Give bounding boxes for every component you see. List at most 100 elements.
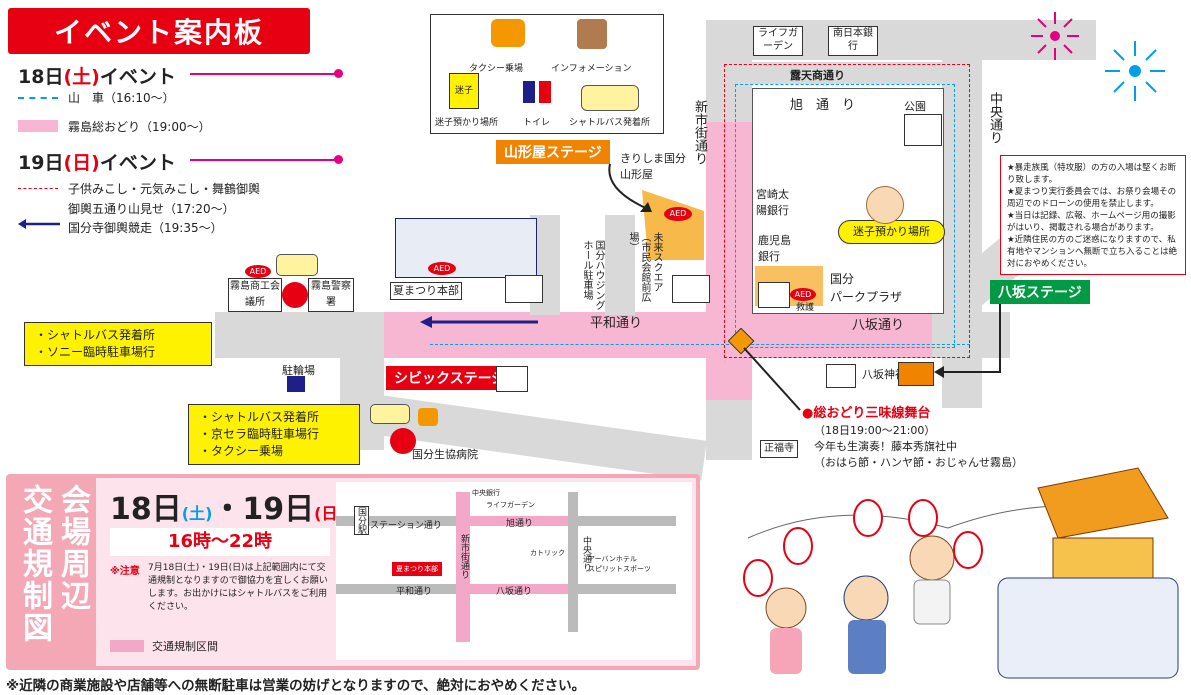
stage-yasaka: 八坂ステージ xyxy=(990,280,1090,304)
odori-zone-horizontal xyxy=(384,312,932,358)
mini-label-urban: アーバンホテル xyxy=(588,555,637,563)
shuttle-bus-icon-1 xyxy=(276,254,318,276)
mikoshi-icon xyxy=(997,467,1179,679)
legend-kyoso: 国分寺御輿競走（19:35〜） xyxy=(68,221,223,235)
traffic-title-a: 会場周辺 xyxy=(55,484,90,612)
facility-legend: タクシー乗場 インフォメーション 迷子 迷子預かり場所 トイレ シャトルバス発着… xyxy=(430,14,664,134)
day19-heading: 19日(日)イベント xyxy=(18,148,176,175)
legend-mikoshi: 子供みこし・元気みこし・舞鶴御輿 xyxy=(68,182,261,196)
traffic-note: 7月18日(土)・19日(日)は上記範囲内にて交通規制となりますので御協力を宜し… xyxy=(148,563,328,612)
route-dashi xyxy=(735,84,955,348)
place-yasaka-shrine: 八坂神社 xyxy=(862,368,906,381)
mini-label-asahi: 旭通り xyxy=(506,519,534,529)
toilet-female-icon xyxy=(539,81,551,103)
park-toilet-icon xyxy=(904,114,942,146)
stage-yamagataya: 山形屋ステージ xyxy=(496,140,610,164)
fireworks-decoration xyxy=(1031,12,1165,101)
road-chuo xyxy=(942,58,982,408)
place-park: 公園 xyxy=(904,100,926,113)
mini-label-yasaka: 八坂通り xyxy=(496,587,533,597)
route-dashi-lower xyxy=(430,344,970,345)
callout1-line2: ・ソニー臨時駐車場行 xyxy=(35,345,156,359)
lantern-icons xyxy=(743,499,983,597)
day18-divider xyxy=(190,73,338,75)
place-honbu: 夏まつり本部 xyxy=(390,282,462,300)
road-label-shinichigai: 新市街通り xyxy=(692,100,707,165)
taxi-icon-map xyxy=(418,408,438,426)
place-bike-parking: 駐輪場 xyxy=(282,364,315,377)
traffic-dates: 18日(土)・19日(日) xyxy=(110,484,345,528)
mini-map: ステーション通り 旭通り 平和通り 八坂通り 新市街通り 中央通り 国分駅 ライ… xyxy=(336,482,692,660)
mini-label-life: ライフガーデン xyxy=(486,501,535,509)
legend-toilet-label: トイレ xyxy=(523,118,551,128)
road-label-yasaka: 八坂通り xyxy=(852,318,905,333)
taxi-icon xyxy=(491,19,525,47)
road-roten xyxy=(706,62,956,84)
aed-shoko: AED xyxy=(245,265,271,278)
rule-2: ★夏まつり実行委員会では、お祭り会場その周辺でのドローンの使用を禁止します。 xyxy=(1007,187,1177,209)
mini-label-kokubu-st: 国分駅 xyxy=(354,506,369,535)
mini-reg-heiwa xyxy=(460,584,570,594)
callout-shuttle-sony: ・シャトルバス発着所 ・ソニー臨時駐車場行 xyxy=(24,322,212,366)
honbu-toilet-icon xyxy=(505,275,543,303)
child-face-icon xyxy=(866,186,904,224)
place-park-plaza-a: 国分 xyxy=(830,272,855,286)
mirai-toilet-icon xyxy=(672,275,710,303)
yasaka-stage-arrow xyxy=(934,304,1001,378)
civic-toilet-icon xyxy=(496,366,528,392)
mini-label-honbu: 夏まつり本部 xyxy=(392,562,442,576)
traffic-dow-a: (土) xyxy=(181,504,213,523)
place-housing-hall: 国分ハウジングホール駐車場 xyxy=(581,240,604,310)
traffic-date-a: 18日 xyxy=(110,492,182,527)
shuttle-stop-marker-1 xyxy=(282,282,308,308)
mini-road-chuo xyxy=(568,492,578,632)
place-shofukuji: 正福寺 xyxy=(760,440,798,458)
sousou-line1: 今年も生演奏！藤本秀旗社中 xyxy=(814,440,957,453)
navy-arrow-swatch xyxy=(18,219,60,229)
sousou-title: ●総おどり三味線舞台 xyxy=(802,406,931,421)
place-life-garden: ライフガーデン xyxy=(753,26,803,56)
day19-suffix: イベント xyxy=(99,152,176,174)
aed-honbu: AED xyxy=(428,262,456,275)
dashed-blue-swatch xyxy=(18,97,58,99)
lost-child-icon: 迷子 xyxy=(449,73,479,109)
information-icon xyxy=(577,19,607,49)
stage-civic: シビックステージ xyxy=(386,366,514,390)
day18-heading: 18日(土)イベント xyxy=(18,62,176,89)
aed-park-plaza: AED xyxy=(790,288,816,301)
childcare-sign: 迷子預かり場所 xyxy=(838,220,945,244)
day18-divider-dot xyxy=(334,69,343,78)
legend-dashi: 山 車（16:10〜） xyxy=(68,91,175,105)
yasaka-stage-marker xyxy=(898,362,934,386)
place-yamagataya: きりしま国分山形屋 xyxy=(620,152,686,181)
mini-reg-shinichi xyxy=(456,492,470,642)
bicycle-icon xyxy=(287,376,305,392)
place-kagoshima-bank: 鹿児島銀行 xyxy=(758,234,791,263)
mini-label-shinichi: 新市街通り xyxy=(459,534,469,579)
place-shoko-kaigisho: 霧島商工会議所 xyxy=(228,278,282,312)
callout1-line1: ・シャトルバス発着所 xyxy=(35,328,156,342)
legend-shuttle-label: シャトルバス発着所 xyxy=(569,118,651,128)
place-police: 霧島警察署 xyxy=(308,278,354,312)
route-mikoshi xyxy=(724,64,970,358)
honbu-building xyxy=(395,218,537,278)
sousou-line2: （おはら節・ハンヤ節・おじゃんせ霧島） xyxy=(814,456,1023,469)
rule-1: ★暴走族風（特攻服）の方の入場は堅くお断り致します。 xyxy=(1007,163,1177,185)
rules-box: ★暴走族風（特攻服）の方の入場は堅くお断り致します。 ★夏まつり実行委員会では、… xyxy=(1000,155,1186,275)
day19-dow: (日) xyxy=(63,152,100,174)
mini-label-catholic: カトリック xyxy=(530,549,565,557)
yamagataya-stage-arrow xyxy=(608,163,652,212)
road-housing xyxy=(605,215,635,315)
plaza-toilet-icon xyxy=(758,282,790,308)
callout2-line3: ・タクシー乗場 xyxy=(199,444,284,458)
day19-date: 19日 xyxy=(18,152,64,174)
legend-yamamise: 御輿五通り山見せ（17:20〜） xyxy=(68,202,235,216)
mini-reg-asahi xyxy=(460,516,570,526)
sousou-arrow xyxy=(728,328,801,411)
rule-4: ★近隣住民の方のご迷惑になりますので、私有地やマンションへ無断で立ち入ることは絶… xyxy=(1007,235,1178,269)
day18-suffix: イベント xyxy=(99,66,176,88)
traffic-date-sep: ・ xyxy=(212,492,243,527)
traffic-legend-label: 交通規制区間 xyxy=(152,640,218,653)
shuttle-bus-icon xyxy=(581,85,639,111)
place-mirai-square: 未来スクエア（市民会館前広場） xyxy=(627,232,662,302)
